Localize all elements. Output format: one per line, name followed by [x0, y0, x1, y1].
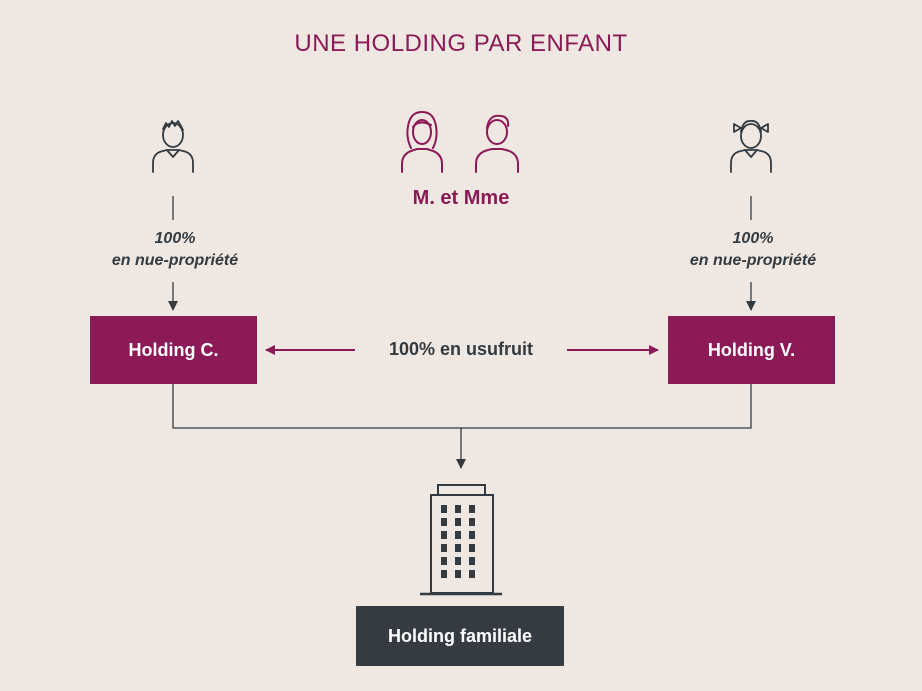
girl-icon: [730, 120, 772, 173]
building-window: [455, 570, 461, 578]
building-icon: [420, 484, 502, 596]
building-window: [455, 557, 461, 565]
right-child-share: 100% en nue-propriété: [653, 228, 853, 272]
building-window: [469, 531, 475, 539]
building-window: [441, 518, 447, 526]
family-holding-box: Holding familiale: [356, 606, 564, 666]
building-window: [455, 518, 461, 526]
holdings-merge-line: [172, 384, 752, 429]
diagram-title: UNE HOLDING PAR ENFANT: [294, 30, 628, 57]
boy-icon: [152, 120, 194, 173]
building-window: [469, 570, 475, 578]
woman-icon: [401, 111, 443, 173]
building-window: [469, 557, 475, 565]
building-window: [441, 570, 447, 578]
building-window: [469, 505, 475, 513]
left-share-type: en nue-propriété: [111, 252, 239, 269]
holding-v-box: Holding V.: [668, 316, 835, 384]
right-share-type: en nue-propriété: [689, 252, 817, 269]
building-window: [441, 557, 447, 565]
right-share-value: 100%: [732, 230, 774, 247]
building-window: [441, 531, 447, 539]
holding-c-box: Holding C.: [90, 316, 257, 384]
holding-c-label: Holding C.: [128, 339, 219, 360]
usufruit-label: 100% en usufruit: [388, 339, 534, 359]
building-window: [455, 531, 461, 539]
building-window: [441, 505, 447, 513]
building-window: [455, 505, 461, 513]
parents-label: M. et Mme: [412, 187, 510, 209]
family-holding-label: Holding familiale: [387, 625, 533, 646]
man-icon: [475, 114, 519, 173]
left-child-share: 100% en nue-propriété: [75, 228, 275, 272]
building-window: [469, 544, 475, 552]
holding-v-label: Holding V.: [707, 339, 796, 360]
building-window: [441, 544, 447, 552]
building-window: [469, 518, 475, 526]
building-window: [455, 544, 461, 552]
left-share-value: 100%: [154, 230, 196, 247]
